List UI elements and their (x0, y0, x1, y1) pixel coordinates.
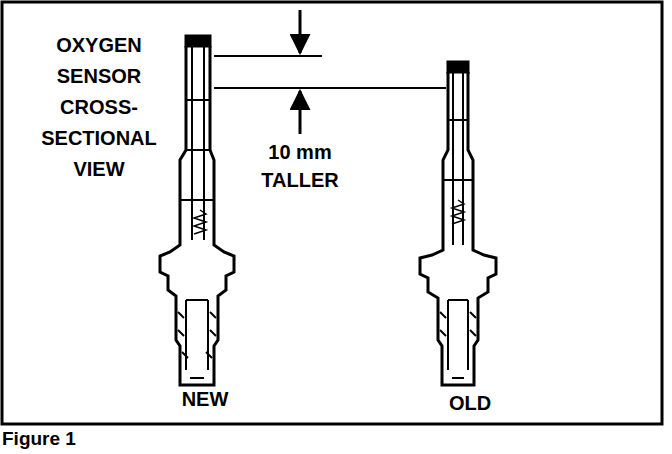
frame (2, 2, 662, 424)
old-label: OLD (430, 390, 510, 416)
view-label: OXYGEN SENSOR CROSS-SECTIONAL VIEW (24, 30, 174, 185)
new-label: NEW (165, 386, 245, 412)
dimension-lines (214, 10, 446, 134)
dimension-label: 10 mm TALLER (250, 138, 350, 194)
old-sensor (420, 62, 496, 385)
figure-caption: Figure 1 (2, 426, 122, 452)
